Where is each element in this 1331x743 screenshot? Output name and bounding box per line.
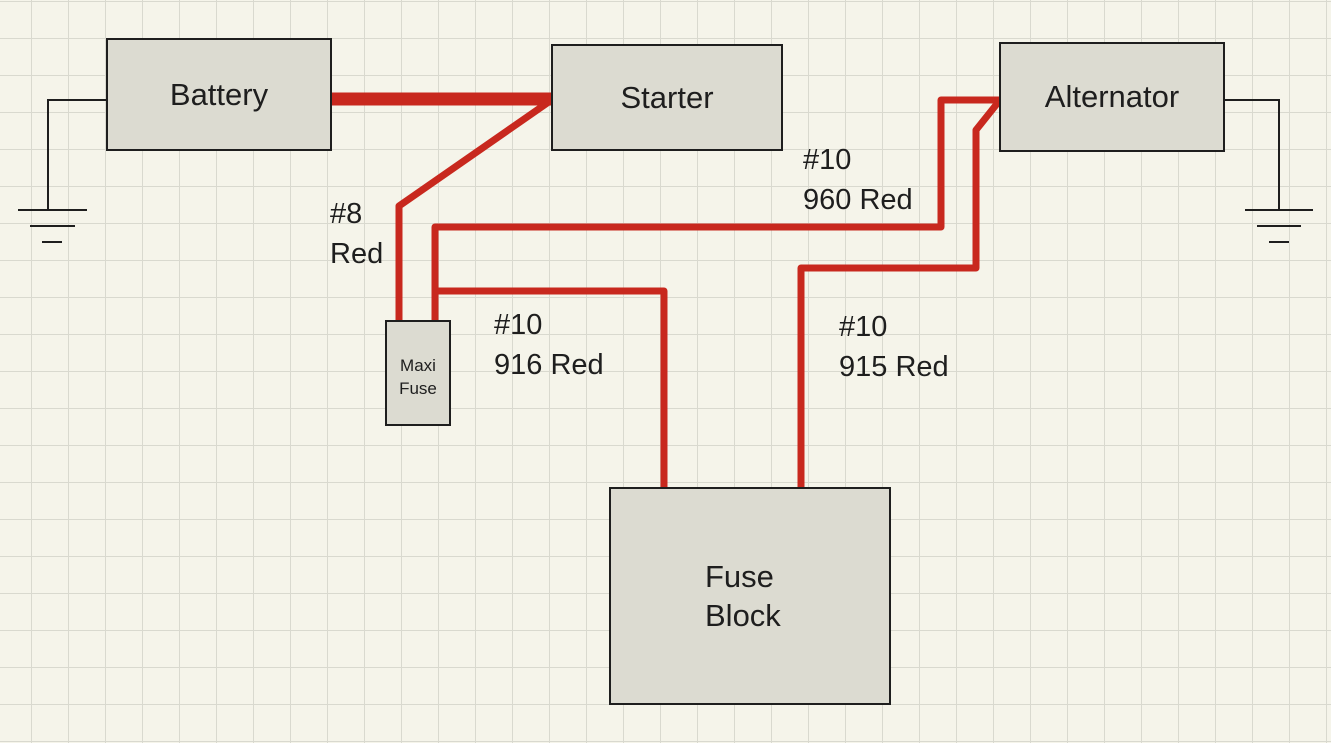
wire-8-gauge: #8: [330, 198, 363, 230]
fuse-block-label-line1: Fuse: [705, 559, 774, 594]
wire-916-id: 916 Red: [494, 349, 604, 381]
wire-916-gauge: #10: [494, 309, 543, 341]
wire-960-red: [431, 96, 1004, 336]
fuse-block-box: Fuse Block: [609, 487, 891, 705]
maxi-fuse-label-line1: Maxi: [400, 356, 436, 375]
battery-ground: [18, 99, 107, 243]
wire-960-id: 960 Red: [803, 184, 913, 216]
wire-915-gauge: #10: [839, 311, 888, 343]
wire-8-red: [395, 95, 557, 334]
alternator-label: Alternator: [1044, 79, 1180, 114]
battery-label: Battery: [169, 76, 269, 112]
wire-915-id: 915 Red: [839, 351, 949, 383]
wire-915-label: #10 915 Red: [839, 307, 949, 387]
wire-960-label: #10 960 Red: [803, 140, 913, 220]
alternator-box: Alternator: [999, 42, 1225, 152]
battery-box: Battery: [106, 38, 332, 151]
alternator-ground: [1224, 99, 1313, 243]
wire-960-gauge: #10: [803, 144, 852, 176]
starter-label: Starter: [620, 79, 714, 115]
wire-916-label: #10 916 Red: [494, 305, 604, 385]
wire-916-red: [431, 287, 668, 501]
maxi-fuse-label-line2: Fuse: [399, 379, 437, 398]
wire-915-red: [797, 96, 1004, 498]
wire-8-red-label: #8 Red: [330, 194, 383, 274]
maxi-fuse-box: Maxi Fuse: [385, 320, 451, 426]
wire-8-color: Red: [330, 238, 384, 270]
fuse-block-label-line2: Block: [705, 598, 781, 633]
starter-box: Starter: [551, 44, 783, 151]
